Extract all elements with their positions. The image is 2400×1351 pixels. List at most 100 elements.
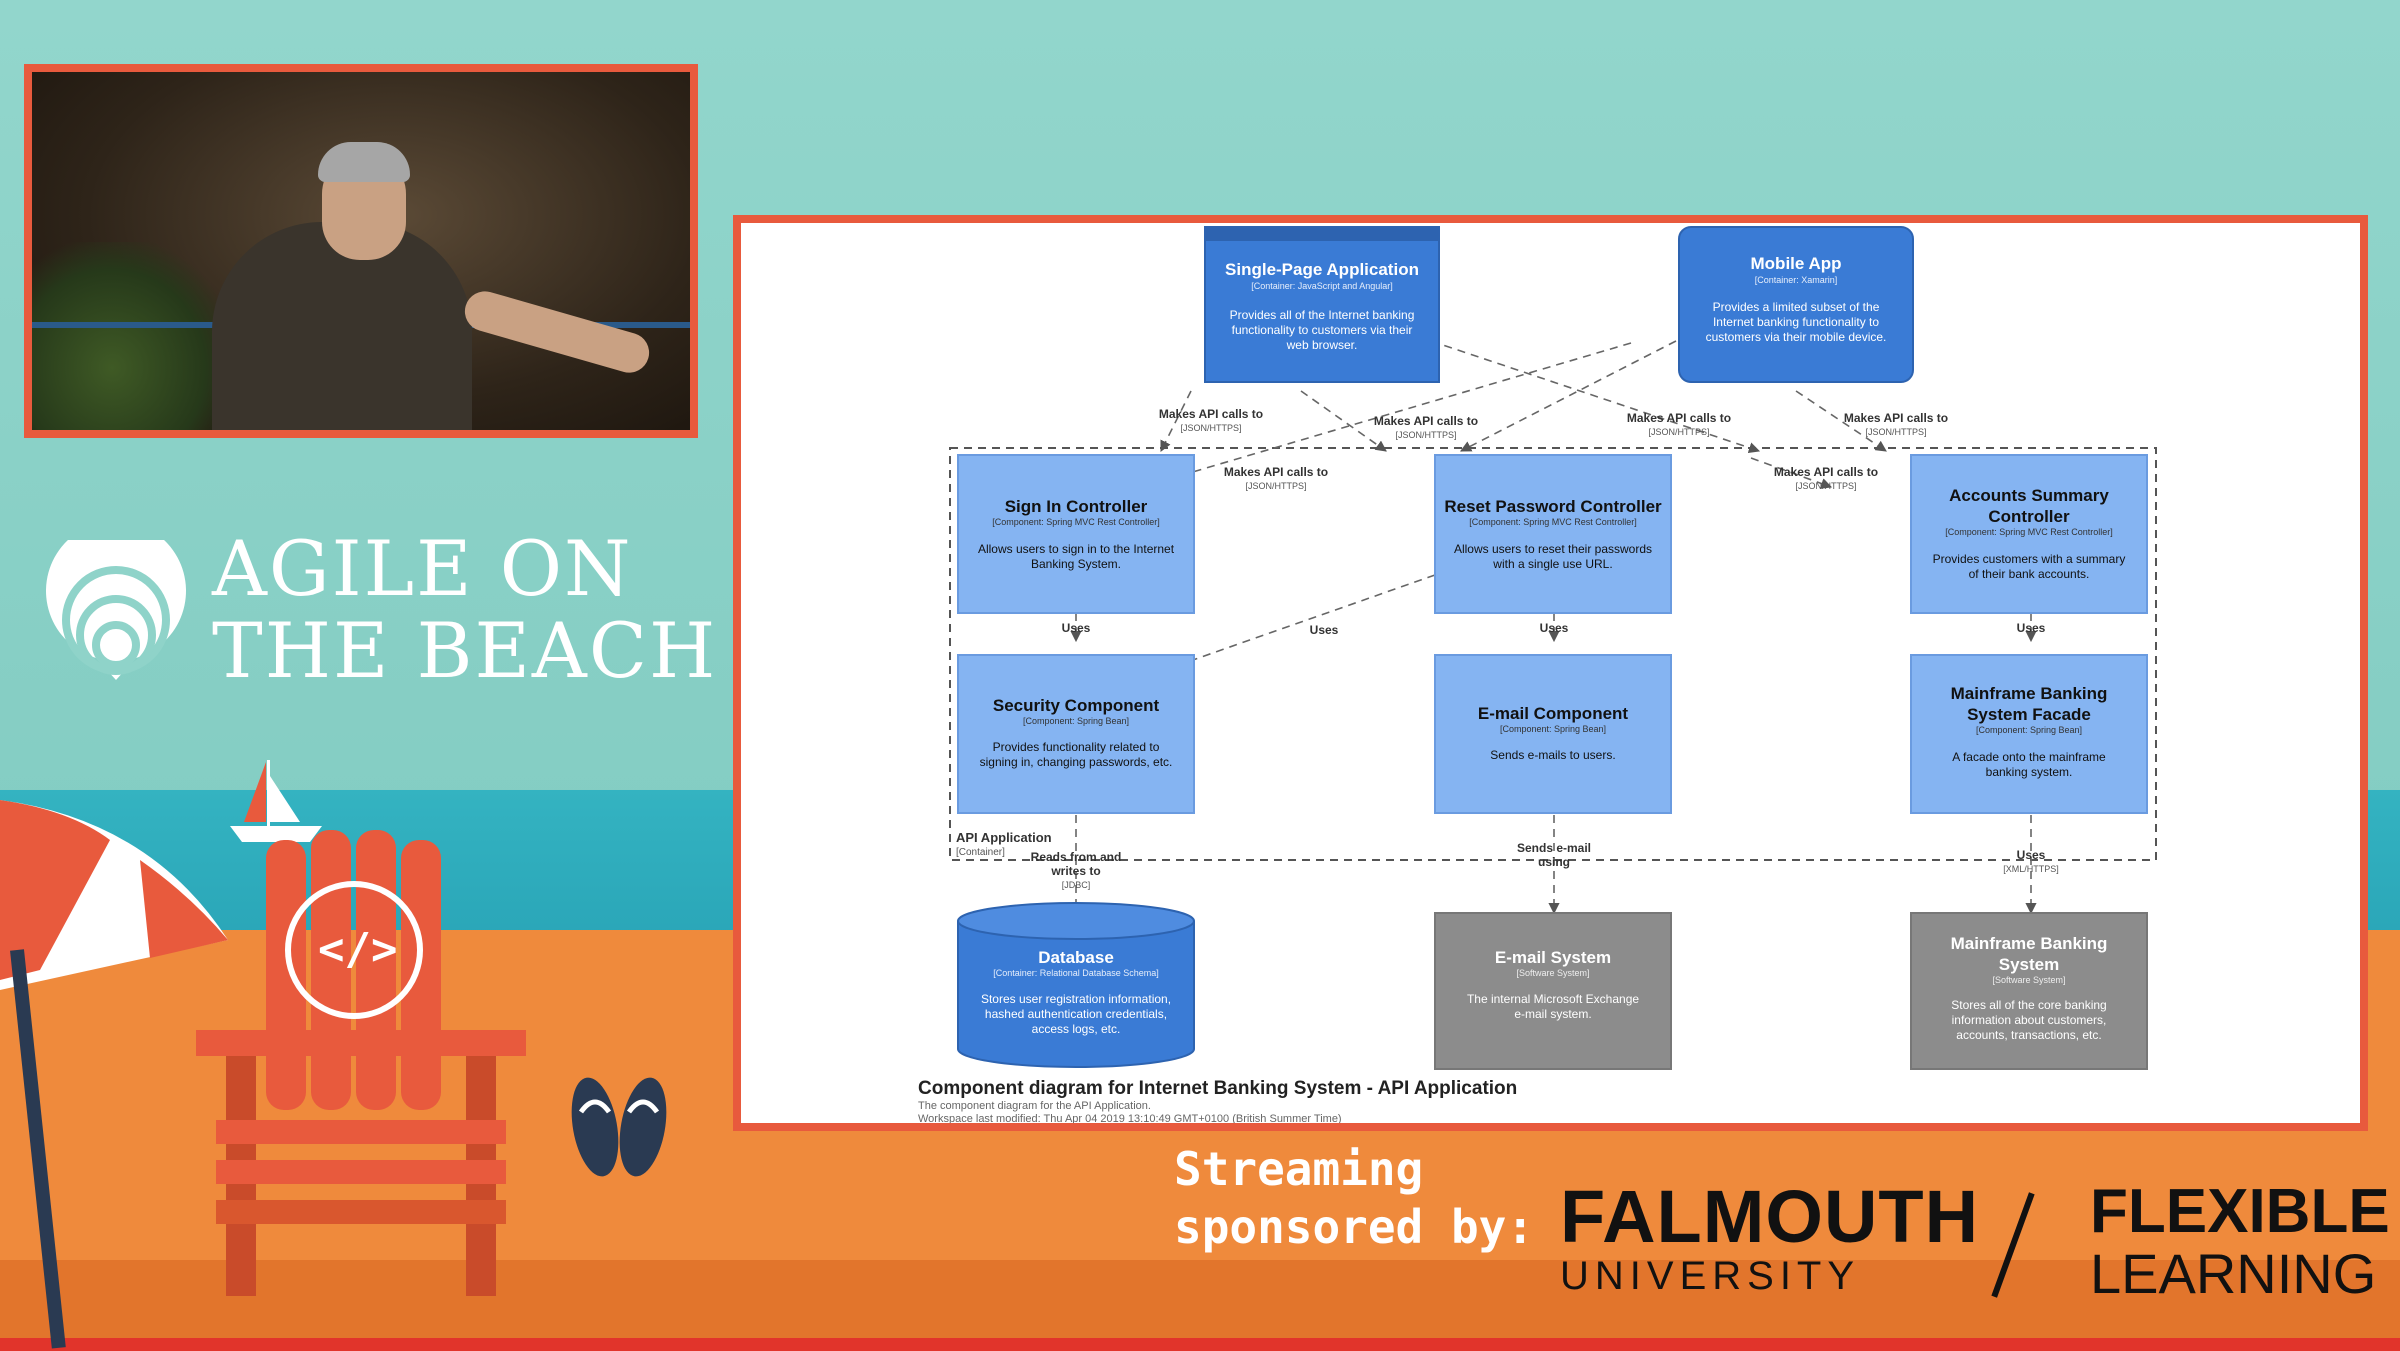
signin-title: Sign In Controller bbox=[1005, 497, 1148, 516]
facade-desc-1: A facade onto the mainframe bbox=[1952, 750, 2106, 764]
edge-label-signin-security: Uses bbox=[1062, 621, 1091, 635]
emailsys-desc-2: e-mail system. bbox=[1514, 1007, 1591, 1021]
presentation-slide: API Application [Container] Makes API ca… bbox=[733, 215, 2368, 1131]
edge-label-mainframe: Uses bbox=[2017, 848, 2046, 862]
edge-tech-mobile-accounts: [JSON/HTTPS] bbox=[1865, 427, 1926, 437]
node-database[interactable]: Database [Container: Relational Database… bbox=[957, 902, 1195, 1068]
mobile-type: [Container: Xamarin] bbox=[1755, 275, 1838, 285]
mainframe-desc-1: Stores all of the core banking bbox=[1951, 998, 2106, 1012]
mainframe-title-2: System bbox=[1999, 955, 2059, 974]
edge-label-email-1: Sends e-mail bbox=[1517, 841, 1591, 855]
node-mobile[interactable]: Mobile App [Container: Xamarin] Provides… bbox=[1678, 226, 1914, 383]
edge-spa-signin bbox=[1160, 390, 1192, 453]
node-spa[interactable]: Single-Page Application [Container: Java… bbox=[1204, 226, 1440, 383]
emailsys-desc-1: The internal Microsoft Exchange bbox=[1467, 992, 1639, 1006]
event-brand: AGILE ON THE BEACH bbox=[212, 528, 717, 692]
edge-label-spa-reset: Makes API calls to bbox=[1374, 414, 1478, 428]
mainframe-type: [Software System] bbox=[1992, 975, 2065, 985]
node-facade[interactable]: Mainframe Banking System Facade [Compone… bbox=[1910, 654, 2148, 814]
edge-tech-spa-accounts: [JSON/HTTPS] bbox=[1795, 481, 1856, 491]
sailboat-icon bbox=[230, 760, 322, 842]
database-type: [Container: Relational Database Schema] bbox=[993, 968, 1159, 978]
security-desc-2: signing in, changing passwords, etc. bbox=[980, 755, 1173, 769]
spa-title: Single-Page Application bbox=[1225, 260, 1419, 279]
edge-label-reset-email: Uses bbox=[1540, 621, 1569, 635]
edge-tech-mainframe: [XML/HTTPS] bbox=[2003, 864, 2059, 874]
component-diagram: API Application [Container] Makes API ca… bbox=[918, 226, 2157, 1123]
edge-label-spa-signin: Makes API calls to bbox=[1159, 407, 1263, 421]
edge-label-email-2: using bbox=[1538, 855, 1570, 869]
facade-title-2: System Facade bbox=[1967, 705, 2091, 724]
flip-flops-icon bbox=[571, 1077, 667, 1177]
diagram-subtitle: The component diagram for the API Applic… bbox=[918, 1100, 1151, 1112]
emailsys-title: E-mail System bbox=[1495, 948, 1611, 967]
accounts-type: [Component: Spring MVC Rest Controller] bbox=[1945, 527, 2113, 537]
edge-label-db-1: Reads from and bbox=[1031, 850, 1122, 864]
edge-mobile-accounts bbox=[1795, 390, 1887, 452]
brand-line-2: THE BEACH bbox=[212, 606, 718, 695]
security-title: Security Component bbox=[993, 696, 1160, 715]
emailsys-type: [Software System] bbox=[1516, 968, 1589, 978]
boundary-type: [Container] bbox=[956, 847, 1005, 858]
signin-desc-1: Allows users to sign in to the Internet bbox=[978, 542, 1175, 556]
accounts-title-1: Accounts Summary bbox=[1949, 486, 2109, 505]
edge-label-accounts-facade: Uses bbox=[2017, 621, 2046, 635]
edge-label-db-2: writes to bbox=[1050, 864, 1100, 878]
video-plant bbox=[32, 242, 232, 430]
mainframe-desc-2: information about customers, bbox=[1952, 1013, 2107, 1027]
edge-label-spa-accounts: Makes API calls to bbox=[1774, 465, 1878, 479]
boundary-label: API Application bbox=[956, 830, 1052, 845]
speaker-body bbox=[212, 222, 472, 430]
mainframe-desc-3: accounts, transactions, etc. bbox=[1956, 1028, 2101, 1042]
signin-desc-2: Banking System. bbox=[1031, 557, 1121, 571]
diagram-edges bbox=[1070, 340, 2037, 915]
diagram-title: Component diagram for Internet Banking S… bbox=[918, 1078, 1517, 1099]
mobile-desc-1: Provides a limited subset of the bbox=[1713, 300, 1880, 314]
edge-tech-spa-signin: [JSON/HTTPS] bbox=[1180, 423, 1241, 433]
edge-label-reset-security: Uses bbox=[1310, 623, 1339, 637]
speaker-hair bbox=[318, 142, 410, 182]
beach-umbrella-icon bbox=[0, 800, 228, 1349]
node-mainframe[interactable]: Mainframe Banking System [Software Syste… bbox=[1910, 912, 2148, 1070]
edge-label-mobile-reset: Makes API calls to bbox=[1627, 411, 1731, 425]
node-email-system[interactable]: E-mail System [Software System] The inte… bbox=[1434, 912, 1672, 1070]
signin-type: [Component: Spring MVC Rest Controller] bbox=[992, 517, 1160, 527]
node-email[interactable]: E-mail Component [Component: Spring Bean… bbox=[1434, 654, 1672, 814]
falmouth-name: FALMOUTH bbox=[1560, 1175, 1980, 1258]
mobile-title: Mobile App bbox=[1751, 254, 1842, 273]
node-signin[interactable]: Sign In Controller [Component: Spring MV… bbox=[957, 454, 1195, 614]
reset-title: Reset Password Controller bbox=[1444, 497, 1662, 516]
flexible-line-2: LEARNING bbox=[2090, 1242, 2377, 1305]
spa-desc-3: web browser. bbox=[1286, 338, 1358, 352]
database-desc-3: access logs, etc. bbox=[1032, 1022, 1121, 1036]
streaming-line-2: sponsored by: bbox=[1174, 1200, 1535, 1254]
streaming-sponsor-text: Streaming sponsored by: bbox=[1174, 1140, 1534, 1256]
email-title: E-mail Component bbox=[1478, 704, 1629, 723]
reset-desc-2: with a single use URL. bbox=[1492, 557, 1612, 571]
edge-mobile-signin bbox=[1109, 342, 1632, 499]
security-desc-1: Provides functionality related to bbox=[993, 740, 1160, 754]
facade-type: [Component: Spring Bean] bbox=[1976, 725, 2082, 735]
flexible-learning-logo: FLEXIBLE LEARNING bbox=[2090, 1180, 2390, 1304]
falmouth-logo: FALMOUTH UNIVERSITY bbox=[1560, 1175, 1980, 1299]
edge-spa-reset bbox=[1300, 390, 1387, 452]
spa-desc-2: functionality to customers via their bbox=[1232, 323, 1413, 337]
spa-type: [Container: JavaScript and Angular] bbox=[1251, 281, 1393, 291]
security-type: [Component: Spring Bean] bbox=[1023, 716, 1129, 726]
node-reset[interactable]: Reset Password Controller [Component: Sp… bbox=[1434, 454, 1672, 614]
email-desc-1: Sends e-mails to users. bbox=[1490, 748, 1615, 762]
brand-line-1: AGILE ON bbox=[212, 524, 633, 613]
database-title: Database bbox=[1038, 948, 1114, 967]
beach-chair-icon: </> bbox=[196, 830, 526, 1296]
accounts-desc-1: Provides customers with a summary bbox=[1933, 552, 2126, 566]
database-desc-1: Stores user registration information, bbox=[981, 992, 1171, 1006]
mobile-desc-2: Internet banking functionality to bbox=[1713, 315, 1879, 329]
streaming-line-1: Streaming bbox=[1174, 1142, 1424, 1196]
api-application-boundary bbox=[949, 447, 2157, 861]
node-security[interactable]: Security Component [Component: Spring Be… bbox=[957, 654, 1195, 814]
node-accounts[interactable]: Accounts Summary Controller [Component: … bbox=[1910, 454, 2148, 614]
reset-desc-1: Allows users to reset their passwords bbox=[1454, 542, 1652, 556]
edge-tech-mobile-signin: [JSON/HTTPS] bbox=[1245, 481, 1306, 491]
flexible-line-1: FLEXIBLE bbox=[2090, 1177, 2390, 1246]
edge-label-mobile-signin: Makes API calls to bbox=[1224, 465, 1328, 479]
